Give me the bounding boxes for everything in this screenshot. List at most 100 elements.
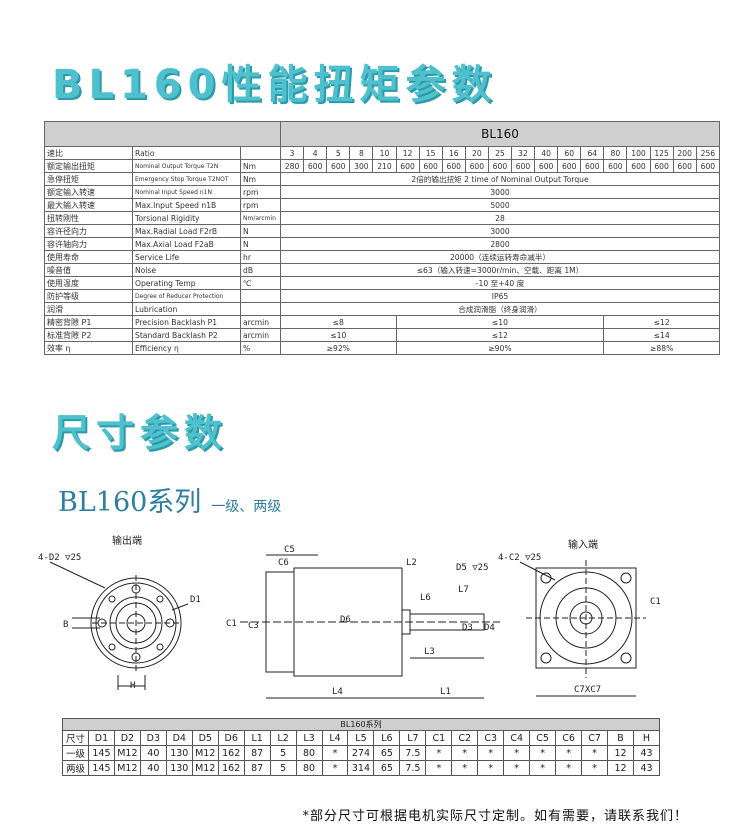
dim-column-header: D3 [139,730,167,746]
spec-cn: 防护等级 [44,289,133,303]
spec-value: 2800 [280,237,720,251]
spec-value: 28 [280,211,720,225]
ratio-value: 80 [603,146,628,160]
torque-value: 600 [534,159,559,173]
spec-cn: 使用温度 [44,276,133,290]
dim-cell: 80 [295,745,323,761]
torque-value: 600 [580,159,605,173]
dim-cell: 12 [607,760,634,776]
ratio-value: 125 [649,146,674,160]
label-l7: L7 [458,585,469,595]
torque-value: 600 [487,159,512,173]
spec-en: Operating Temp [132,276,241,290]
perf-header: BL160 [280,121,720,147]
dim-cell: * [451,745,479,761]
dim-cell: * [529,745,557,761]
label-d1: D1 [190,595,201,605]
dim-column-header: C7 [581,730,609,746]
ratio-value: 16 [441,146,466,160]
label-c2: 4-C2 ▽25 [498,553,541,563]
dim-column-header: D2 [113,730,141,746]
ratio-value: 200 [672,146,697,160]
dim-cell: 65 [373,745,401,761]
dim-cell: 43 [632,745,661,761]
spec-cn: 最大输入转速 [44,198,133,212]
dim-column-header: L5 [347,730,375,746]
spec-unit: Nm/arcmin [239,211,282,225]
ratio-cn: 速比 [44,146,133,160]
ratio-value: 32 [510,146,536,160]
dim-column-header: C6 [555,730,583,746]
dim-column-header: D4 [165,730,193,746]
grouped-en: Efficiency η [132,341,241,355]
torque-en: Nominal Output Torque T2N [132,159,241,173]
torque-value: 600 [695,159,721,173]
spec-unit: Nm [239,172,282,186]
dim-cell: * [321,745,349,761]
dim-cell: * [555,760,583,776]
torque-value: 600 [557,159,582,173]
label-l4: L4 [332,687,343,697]
label-c6: C6 [278,558,289,568]
dim-cell: M12 [191,760,219,776]
dim-cell: * [581,745,609,761]
dim-cell: * [425,760,453,776]
torque-value: 600 [326,159,351,173]
dim-cell: * [451,760,479,776]
dim-cell: 130 [165,745,193,761]
ratio-value: 256 [695,146,721,160]
grouped-unit: % [239,341,282,355]
dim-cell: 7.5 [399,760,427,776]
spec-value: 20000（连续运转寿命减半） [280,250,720,264]
dim-cell: 145 [87,745,115,761]
perf-header-row: BL160 [43,121,720,147]
spec-value: -10 至+40 度 [280,276,720,290]
dim-cell: 145 [87,760,115,776]
dim-cell: * [529,760,557,776]
dim-cell: 87 [243,745,271,761]
dim-column-header: H [632,730,661,746]
label-c3: C3 [248,621,259,631]
ratio-value: 25 [487,146,512,160]
spec-cn: 容许轴向力 [44,237,133,251]
dim-cell: 5 [269,760,297,776]
label-d6: D6 [340,615,351,625]
grouped-value-2: ≥90% [395,341,605,355]
dim-cell: 65 [373,760,401,776]
dim-cell: 130 [165,760,193,776]
spec-unit: dB [239,263,282,277]
spec-en: Max.Axial Load F2aB [132,237,241,251]
footer-note: *部分尺寸可根据电机实际尺寸定制。如有需要，请联系我们！ [302,809,688,824]
dim-column-header: 尺寸 [62,730,89,746]
dimensions-title: 尺寸参数 [52,411,229,455]
spec-unit: N [239,237,282,251]
ratio-value: 64 [580,146,605,160]
torque-unit: Nm [239,159,282,173]
spec-value: 2倍的输出扭矩 2 time of Nominal Output Torque [280,172,720,186]
dim-column-header: D6 [217,730,245,746]
spec-en: Nominal Input Speed n1N [132,185,241,199]
dim-column-header: D5 [191,730,219,746]
spec-en: Max.Radial Load F2rB [132,224,241,238]
dim-column-header: C4 [503,730,531,746]
grouped-cn: 精密背隙 P1 [44,315,133,329]
spec-en: Degree of Reducer Protection [132,289,241,303]
label-l2: L2 [406,558,417,568]
spec-unit: rpm [239,185,282,199]
spec-en: Service Life [132,250,241,264]
output-end-label: 输出端 [112,534,142,547]
spec-cn: 额定输入转速 [44,185,133,199]
input-end-label: 输入端 [568,538,598,551]
dim-cell: * [425,745,453,761]
